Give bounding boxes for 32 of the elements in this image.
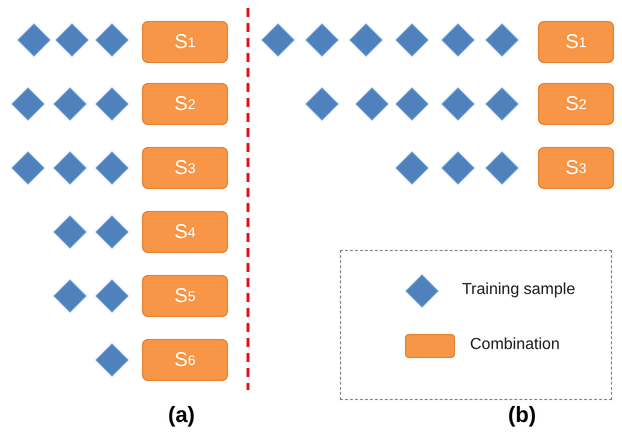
legend-text: Training sample — [462, 281, 576, 299]
sample-diamond — [441, 151, 475, 185]
sample-diamond — [53, 279, 87, 313]
sample-diamond — [441, 87, 475, 121]
legend-text: Combination — [470, 336, 560, 354]
sample-diamond — [11, 151, 45, 185]
sample-diamond — [95, 87, 129, 121]
sample-diamond — [95, 279, 129, 313]
sample-diamond — [485, 151, 519, 185]
sample-diamond — [305, 23, 339, 57]
sample-diamond — [11, 87, 45, 121]
sample-diamond — [53, 215, 87, 249]
sample-diamond — [485, 87, 519, 121]
sample-diamond — [261, 23, 295, 57]
sample-diamond — [395, 151, 429, 185]
panel-label: (b) — [508, 402, 536, 428]
sample-diamond — [395, 23, 429, 57]
panel-label: (a) — [168, 402, 195, 428]
sample-diamond — [53, 151, 87, 185]
sample-diamond — [349, 23, 383, 57]
sample-diamond — [485, 23, 519, 57]
sample-diamond — [395, 87, 429, 121]
sample-diamond — [95, 215, 129, 249]
sample-diamond — [95, 23, 129, 57]
sample-diamond — [53, 87, 87, 121]
sample-diamond — [55, 23, 89, 57]
sample-diamond — [95, 151, 129, 185]
sample-diamond — [305, 87, 339, 121]
sample-diamond — [355, 87, 389, 121]
sample-diamond — [441, 23, 475, 57]
sample-diamond — [95, 343, 129, 377]
sample-diamond — [17, 23, 51, 57]
